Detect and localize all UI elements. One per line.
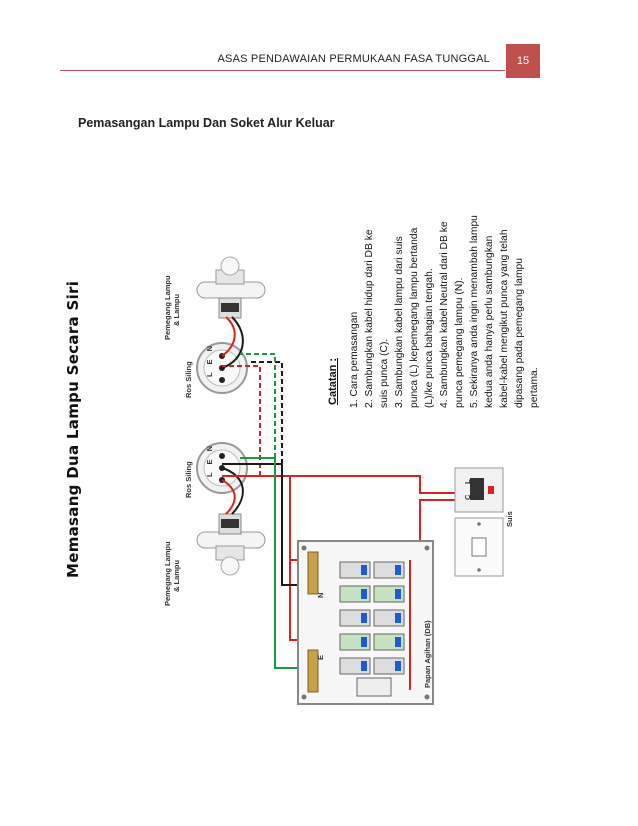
page-number: 15	[506, 44, 540, 78]
note-line: 1. Cara pemasangan	[349, 311, 360, 408]
lamp-holder-label-bottom-line1: Pemegang Lampu	[163, 541, 172, 606]
lamp-top	[196, 256, 266, 319]
lamp-holder-label-top-line2: & Lampu	[172, 293, 181, 326]
db-neutral-bar-label: N	[316, 592, 325, 598]
rose-bottom-terminals: L E N	[205, 443, 214, 477]
rose-top-terminal-n: N	[205, 342, 214, 352]
note-line: punca (L) kepemegang lampu bertanda	[409, 227, 420, 408]
switch-terminal-c: C	[463, 494, 472, 500]
lamp-bottom	[196, 513, 266, 576]
switch-terminal-l: L	[463, 479, 472, 484]
note-line: kedua anda hanya perlu sambungkan	[484, 235, 495, 408]
ceiling-rose-label-top: Ros Siling	[184, 361, 193, 398]
note-line: punca pemegang lampu (N).	[454, 277, 465, 408]
note-line: dipasang pada pemegang lampu	[514, 258, 525, 408]
note-line: 2. Sambungkan kabel hidup dari DB ke	[364, 229, 375, 408]
switch-terminal-plate	[454, 467, 504, 513]
lamp-holder-label-top-line1: Pemegang Lampu	[163, 275, 172, 340]
distribution-board	[297, 540, 434, 705]
rose-bottom-terminal-l: L	[205, 469, 214, 477]
section-heading: Pemasangan Lampu Dan Soket Alur Keluar	[78, 116, 335, 130]
rose-top-terminal-l: L	[205, 369, 214, 377]
note-line: 5. Sekiranya anda ingin menambah lampu	[469, 215, 480, 408]
notes-title: Catatan :	[327, 357, 339, 405]
header-rule	[60, 70, 505, 71]
ceiling-rose-label-bottom: Ros Siling	[184, 461, 193, 498]
note-line: kabel-kabel mengikut punca yang telah	[499, 229, 510, 408]
rose-bottom-terminal-e: E	[205, 456, 214, 465]
db-label: Papan Agihan (DB)	[423, 620, 432, 688]
switch-face-plate	[454, 517, 504, 577]
lamp-holder-label-top: Pemegang Lampu & Lampu	[163, 275, 181, 340]
note-line: 3. Sambungkan kabel lampu dari suis	[394, 236, 405, 408]
rose-top-terminal-e: E	[205, 356, 214, 365]
db-earth-bar-label: E	[316, 654, 325, 660]
rose-top-terminals: L E N	[205, 343, 214, 377]
note-line: pertama.	[529, 367, 540, 408]
lamp-holder-label-bottom: Pemegang Lampu & Lampu	[163, 541, 181, 606]
running-header-title: ASAS PENDAWAIAN PERMUKAAN FASA TUNGGAL	[217, 53, 490, 65]
lamp-holder-label-bottom-line2: & Lampu	[172, 559, 181, 592]
note-line: (L)/ke punca bahagian tengah.	[424, 268, 435, 408]
switch-label: Suis	[505, 511, 514, 527]
note-line: suis punca (C).	[379, 338, 390, 408]
rose-bottom-terminal-n: N	[205, 442, 214, 452]
note-line: 4. Sambungkan kabel Neutral dari DB ke	[439, 221, 450, 408]
